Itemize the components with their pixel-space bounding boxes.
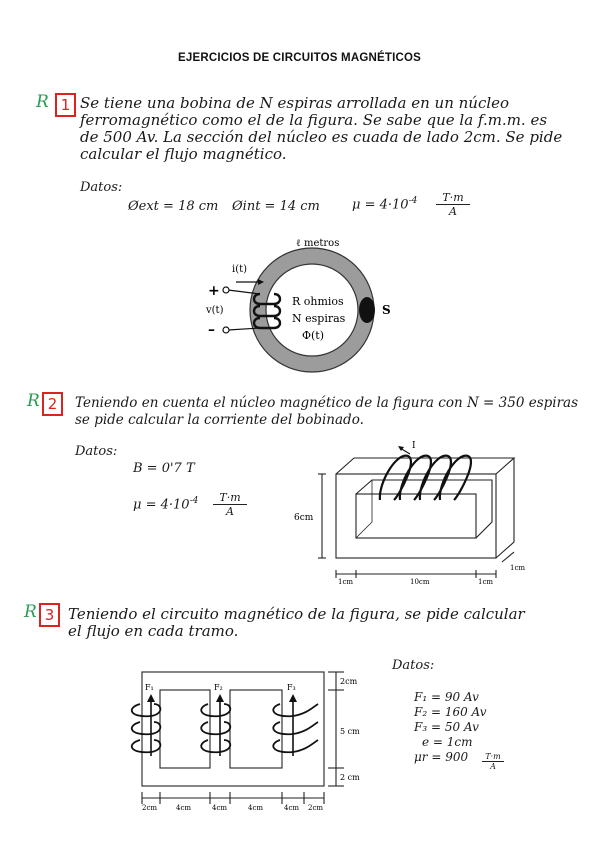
ex2-b-value: B = 0'7 T [133, 461, 195, 476]
fig2-current-label: I [412, 441, 416, 451]
ex3-f3: F₃ = 50 Av [414, 720, 479, 734]
ex1-line-2: ferromagnético como el de la figura. Se … [80, 111, 548, 129]
fig1-turns-label: N espiras [292, 312, 346, 325]
ex2-mu: μ = 4·10-4 [133, 496, 198, 512]
ex1-check-mark: R [36, 92, 49, 112]
fig3-dim-v2: 5 cm [340, 727, 360, 736]
ex3-check-mark: R [24, 602, 37, 622]
fig1-resistance-label: R ohmios [292, 295, 344, 308]
ex2-coil [378, 454, 472, 501]
core-front-outer [335, 473, 497, 559]
fig3-mmf-3: F₃ [287, 683, 296, 692]
ex3-mur-units-num: T·m [482, 752, 504, 762]
ex1-toroid-figure: i(t) + – v(t) ℓ metros R ohmios N espira… [205, 238, 391, 373]
ex3-number: 3 [39, 603, 60, 627]
ex1-mu: μ = 4·10-4 [352, 196, 417, 212]
toroid-inner [265, 263, 359, 357]
ex2-number: 2 [42, 392, 63, 416]
ex1-statement: Se tiene una bobina de N espiras arrolla… [80, 95, 580, 163]
ex3-line-2: el flujo en cada tramo. [68, 622, 239, 640]
ex3-data-list: F₁ = 90 Av F₂ = 160 Av F₃ = 50 Av e = 1c… [414, 690, 487, 765]
ex2-core-figure: I 6cm 1cm 10cm 1cm 1cm [294, 441, 525, 586]
ex3-e: e = 1cm [422, 735, 473, 749]
fig1-minus: – [208, 322, 215, 338]
ex1-diam-ext: Øext = 18 cm [128, 199, 219, 214]
ex2-line-1: Teniendo en cuenta el núcleo magnético d… [75, 395, 579, 411]
ex1-line-1: Se tiene una bobina de N espiras arrolla… [80, 94, 510, 112]
fig2-depth: 1cm [510, 564, 525, 572]
fig2-width-2: 10cm [410, 578, 430, 586]
ex1-mu-units: T·m A [436, 191, 470, 218]
ex3-core-outer [141, 671, 325, 787]
ex1-number: 1 [55, 93, 76, 117]
ex1-diam-int: Øint = 14 cm [232, 199, 320, 214]
toroid-section-s [359, 297, 375, 323]
ex1-line-4: calcular el flujo magnético. [80, 145, 287, 163]
fig3-dim-h1: 2cm [142, 804, 157, 812]
ex1-mu-exp: -4 [408, 196, 418, 206]
ex3-f1: F₁ = 90 Av [414, 690, 479, 704]
ex2-statement: Teniendo en cuenta el núcleo magnético d… [75, 395, 585, 429]
ex3-coil-2 [200, 703, 232, 754]
ex3-mur-units-den: A [490, 762, 496, 771]
ex2-datos-label: Datos: [75, 444, 118, 459]
ex1-datos-label: Datos: [80, 180, 123, 195]
toroid-coil [252, 292, 282, 330]
fig2-height-label: 6cm [294, 513, 314, 523]
fig3-mmf-2: F₂ [214, 683, 223, 692]
ex3-coil-3 [272, 703, 319, 754]
ex3-core-figure: F₁ F₂ F₃ 2cm 5 cm 2 cm 2cm 4cm 4cm 4cm 4… [130, 671, 360, 812]
fig1-voltage-label: v(t) [205, 305, 224, 316]
ex3-f2: F₂ = 160 Av [414, 705, 487, 719]
page-title: EJERCICIOS DE CIRCUITOS MAGNÉTICOS [177, 52, 421, 64]
ex2-mu-units: T·m A [213, 491, 247, 518]
fig1-section-label: S [382, 303, 391, 317]
fig3-mmf-1: F₁ [145, 683, 154, 692]
fig1-length-label: ℓ metros [296, 238, 339, 249]
ex1-mu-units-den: A [449, 205, 457, 218]
fig1-current-label: i(t) [232, 264, 247, 275]
terminal-minus [222, 326, 230, 334]
ex1-line-3: de 500 Av. La sección del núcleo es cuad… [80, 128, 563, 146]
fig2-width-3: 1cm [478, 578, 493, 586]
fig3-dim-v3: 2 cm [340, 773, 360, 782]
fig1-plus: + [208, 283, 220, 299]
fig2-width-1: 1cm [338, 578, 353, 586]
fig3-dim-v1: 2cm [340, 677, 358, 686]
ex3-window-left [159, 689, 211, 769]
ex1-mu-base: μ = 4·10 [352, 197, 409, 213]
ex3-mur-value: μr = 900 [414, 750, 469, 764]
ex3-line-1: Teniendo el circuito magnético de la fig… [68, 605, 525, 623]
ex3-datos-label: Datos: [392, 658, 435, 673]
terminal-plus [222, 286, 230, 294]
fig3-dim-h3: 4cm [212, 804, 227, 812]
fig3-dim-h2: 4cm [176, 804, 191, 812]
ex2-mu-units-den: A [226, 505, 234, 518]
fig3-dim-h6: 2cm [308, 804, 323, 812]
ex3-coil-1 [130, 703, 162, 754]
ex2-mu-exp: -4 [189, 496, 199, 506]
ex2-mu-base: μ = 4·10 [133, 497, 190, 513]
ex2-mu-units-num: T·m [213, 491, 247, 505]
core-front-inner [355, 493, 477, 539]
fig3-dim-h5: 4cm [284, 804, 299, 812]
ex3-statement: Teniendo el circuito magnético de la fig… [68, 606, 583, 640]
ex3-mur-units: T·m A [482, 752, 504, 771]
ex2-line-2: se pide calcular la corriente del bobina… [75, 412, 364, 428]
ex3-mur: μr = 900 [414, 750, 487, 765]
fig1-flux-label: Φ(t) [302, 329, 324, 342]
ex2-check-mark: R [27, 391, 40, 411]
fig3-dim-h4: 4cm [248, 804, 263, 812]
ex1-mu-units-num: T·m [436, 191, 470, 205]
